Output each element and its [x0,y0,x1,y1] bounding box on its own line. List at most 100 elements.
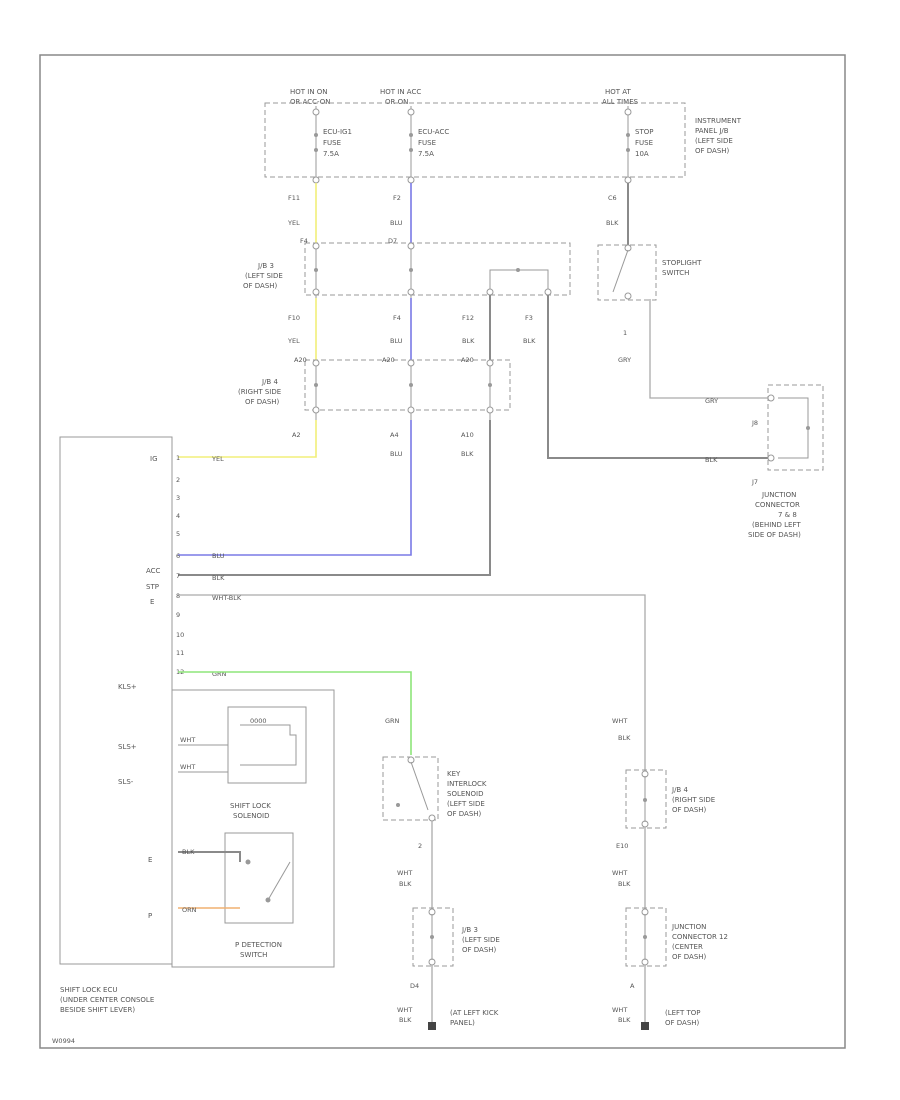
jb3-label-2: (LEFT SIDE [245,272,283,280]
jb3-label-3: OF DASH) [243,282,278,290]
svg-text:A20: A20 [461,356,474,364]
wire-label-gry-1: GRY [618,356,631,364]
ecu-wire-blk: BLK [212,574,225,582]
g1-wire-wht: WHT [397,1006,412,1014]
panel-jb-label-2: PANEL J/B [695,127,729,135]
wire-label-blu-3: BLU [390,450,403,458]
key-label-1: KEY [447,770,461,778]
panel-jb-label-1: INSTRUMENT [695,117,742,125]
ecu-wire-blu: BLU [212,552,225,560]
svg-text:F4: F4 [300,237,308,245]
jb4-label-2: (RIGHT SIDE [238,388,281,396]
hot-label-2: HOT IN ACC [380,88,421,96]
ecu-label-2: (UNDER CENTER CONSOLE [60,996,154,1004]
svg-text:FUSE: FUSE [635,139,653,147]
sls-minus-wire: WHT [180,763,195,771]
wire-label-blu-1: BLU [390,219,403,227]
g1-label-1: (AT LEFT KICK [450,1009,499,1017]
p-detection-switch-box [224,832,294,924]
p-det-wire-blk: BLK [182,848,195,856]
jb4-box [304,359,511,411]
ecu-pin-e: E [150,598,154,606]
ecu-pin-acc: ACC [146,567,161,575]
wire-label-yel-2: YEL [287,337,300,345]
jc78-label-5: SIDE OF DASH) [748,531,801,539]
g2-label-2: OF DASH) [665,1019,700,1027]
wire-label-f12: F12 [462,314,474,322]
key-label-3: SOLENOID [447,790,483,798]
jb3b-label-3: OF DASH) [462,946,497,954]
jb4-label-1: J/B 4 [261,378,278,386]
svg-text:8: 8 [176,592,180,600]
jc78-label-3: 7 & 8 [778,511,797,519]
wire-label-f11: F11 [288,194,300,202]
ecu-pin-sls-minus: SLS- [118,778,134,786]
jb3-label-1: J/B 3 [257,262,274,270]
key-interlock-contact [410,761,429,811]
svg-text:7: 7 [176,572,180,580]
hot-label-2b: OR ON [385,98,408,106]
svg-text:ECU-ACC: ECU-ACC [418,128,449,136]
diagram-frame [39,54,846,1049]
key-label-2: INTERLOCK [447,780,487,788]
wire-grn-kls [178,671,412,755]
shift-lock-ecu-box [59,436,173,965]
svg-text:5: 5 [176,530,180,538]
wire-label-blk-5: BLK [705,456,718,464]
g2-wire-blk: BLK [618,1016,631,1024]
wire-label-blk-2: BLK [462,337,475,345]
ground-g1-symbol [428,1022,436,1030]
ecu-pin-sls-plus: SLS+ [118,743,137,751]
wire-label-blk-1: BLK [606,219,619,227]
g1-label-2: PANEL) [450,1019,475,1027]
svg-text:FUSE: FUSE [323,139,341,147]
ecu-label-1: SHIFT LOCK ECU [60,986,117,994]
wire-blk-f3 [547,295,768,459]
svg-text:6: 6 [176,552,180,560]
ecu-label-3: BESIDE SHIFT LEVER) [60,1006,135,1014]
wire-label-a2: A2 [292,431,301,439]
jb3b-label-2: (LEFT SIDE [462,936,500,944]
fuse-ecu-ig1: ECU-IG1 FUSE 7.5A [312,106,352,178]
svg-text:A20: A20 [382,356,395,364]
svg-text:1: 1 [176,454,180,462]
svg-text:D7: D7 [388,237,397,245]
jb3-lower-box [412,907,454,967]
wire-wht-blk-ground [178,594,646,770]
wire-label-blk-3: BLK [523,337,536,345]
wire-label-a: A [630,982,635,990]
shift-lock-solenoid-box [227,706,307,784]
hot-label-3: HOT AT [605,88,632,96]
jb4b-label-1: J/B 4 [671,786,688,794]
svg-text:ECU-IG1: ECU-IG1 [323,128,352,136]
wire-label-c6: C6 [608,194,617,202]
panel-jb-label-4: OF DASH) [695,147,730,155]
diagram-code: W0994 [52,1037,75,1045]
hot-label-3b: ALL TIMES [602,98,639,106]
shift-lock-coil [240,724,297,766]
jc78-label-4: (BEHIND LEFT [752,521,801,529]
wire-label-f3: F3 [525,314,533,322]
fuse-ecu-acc: ECU-ACC FUSE 7.5A [407,106,449,178]
wire-gry-stoplight [649,299,768,399]
jb4-lower-box [625,769,667,829]
ecu-pin-p: P [148,912,152,920]
jc12-label-4: OF DASH) [672,953,707,961]
wire-label-f4: F4 [393,314,401,322]
stoplight-label-1: STOPLIGHT [662,259,702,267]
wire-label-f10: F10 [288,314,300,322]
stoplight-label-2: SWITCH [662,269,689,277]
ecu-pin-e2: E [148,856,152,864]
ecu-wire-yel: YEL [211,455,224,463]
key-wire-blk: BLK [399,880,412,888]
jb3b-label-1: J/B 3 [461,926,478,934]
svg-text:STOP: STOP [635,128,653,136]
shift-lock-subassembly-box [171,689,335,968]
g1-wire-blk: BLK [399,1016,412,1024]
stoplight-pin-1: 1 [623,329,627,337]
ecu-wire-wht-blk: WHT-BLK [212,594,242,602]
jc78-label-2: CONNECTOR [755,501,800,509]
svg-text:7.5A: 7.5A [323,150,339,158]
jb4b-label-2: (RIGHT SIDE [672,796,715,804]
